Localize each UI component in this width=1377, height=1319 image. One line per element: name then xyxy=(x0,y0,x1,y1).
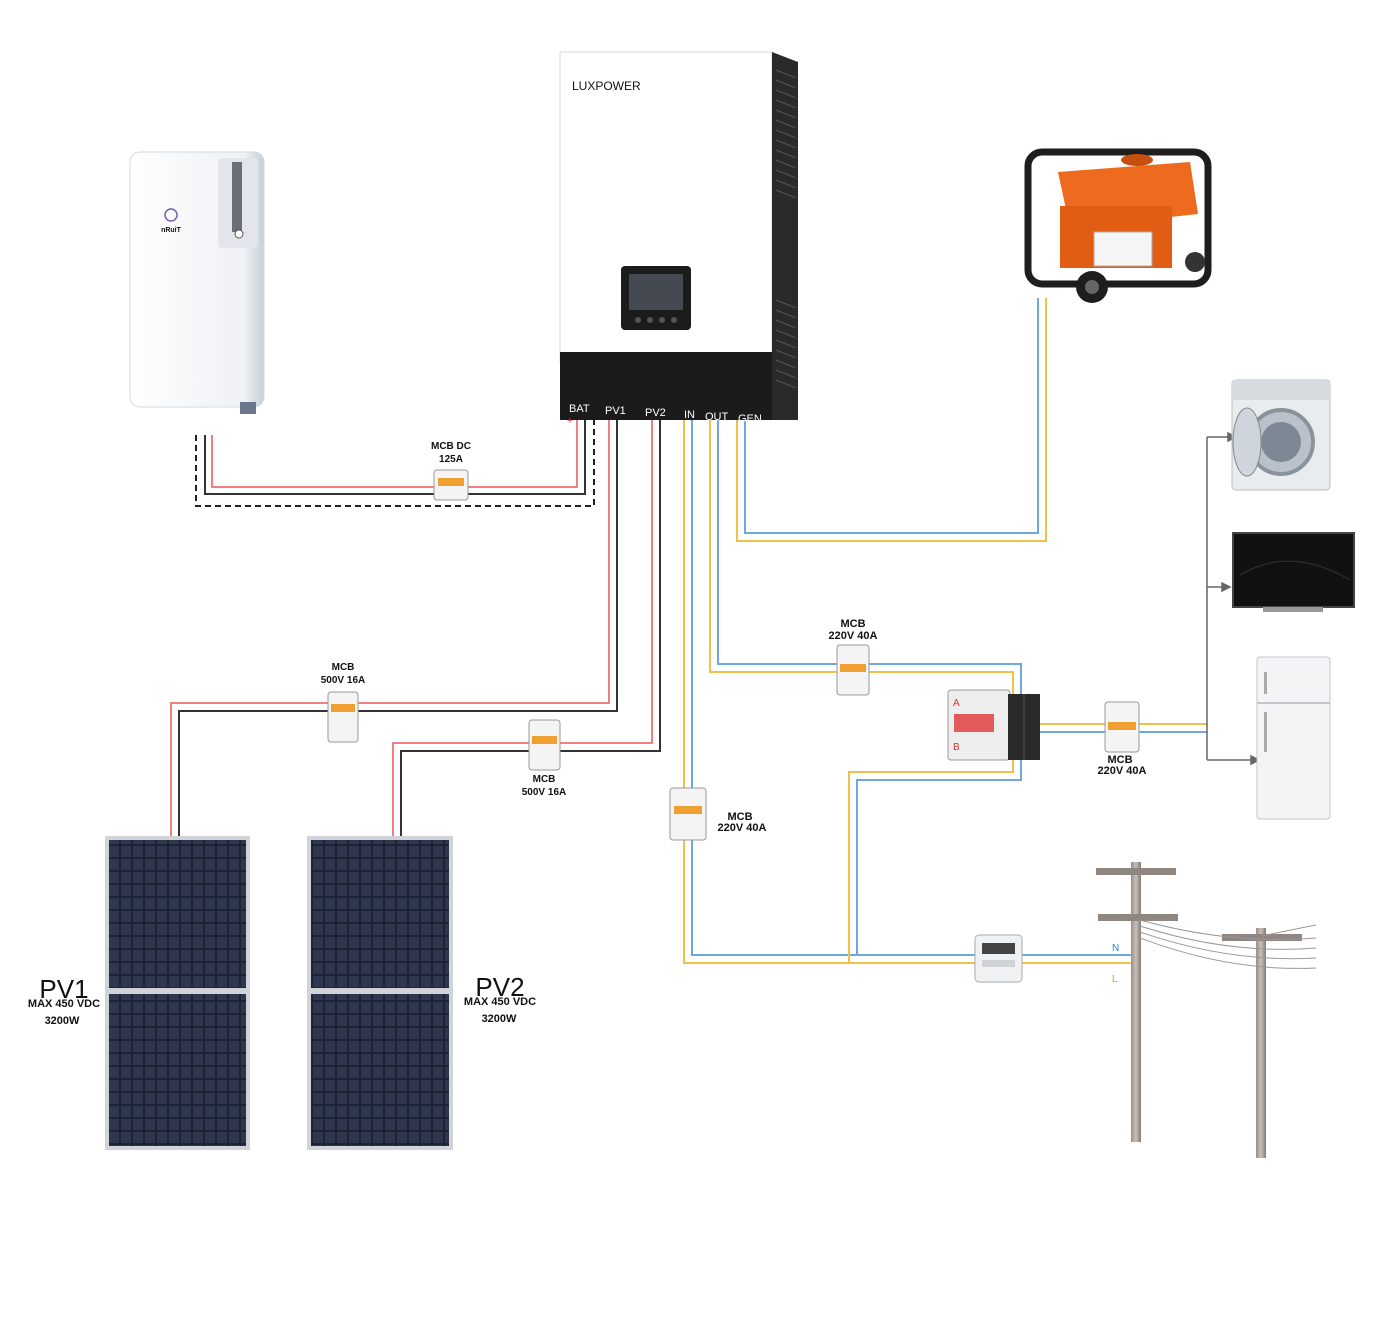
refrigerator xyxy=(1256,656,1331,820)
ats-b-live-wire xyxy=(848,760,1014,963)
breaker-dc-battery: MCB DC 125A xyxy=(431,441,471,501)
port-bat: BAT xyxy=(569,403,590,415)
ats-input-a: A xyxy=(953,698,960,709)
pv2-label: PV2 MAX 450 VDC 3200W xyxy=(464,972,536,1025)
breaker-out-title: MCB xyxy=(840,618,865,630)
pv2-positive-wire xyxy=(392,418,653,838)
grid-line-label: L xyxy=(1112,974,1118,985)
battery: nRuiT xyxy=(129,151,265,414)
battery-wires xyxy=(195,418,595,507)
breaker-dc-battery-rating: 125A xyxy=(439,454,463,465)
pv1-name: PV1 xyxy=(39,974,88,1004)
in-live-wire xyxy=(683,418,975,964)
utility-poles: N L xyxy=(1096,862,1317,1158)
battery-brand: nRuiT xyxy=(161,227,182,234)
breaker-pv1: MCB 500V 16A xyxy=(321,662,365,743)
grid-wires xyxy=(1022,954,1133,964)
battery-ground-wire xyxy=(195,418,595,507)
pv1-label: PV1 MAX 450 VDC 3200W xyxy=(28,974,100,1027)
grid-neutral-label: N xyxy=(1112,943,1119,954)
pv1-power: 3200W xyxy=(45,1015,80,1027)
breaker-in: MCB 220V 40A xyxy=(669,787,767,841)
pv2-power: 3200W xyxy=(482,1013,517,1025)
in-wires xyxy=(683,418,975,964)
pv1-wires xyxy=(170,418,618,838)
ats-b-neutral-wire xyxy=(856,760,1022,955)
breaker-in-rating: 220V 40A xyxy=(718,822,767,834)
breaker-pv1-rating: 500V 16A xyxy=(321,675,365,686)
port-in: IN xyxy=(684,409,695,421)
breaker-pv2-title: MCB xyxy=(533,774,556,785)
port-pv2: PV2 xyxy=(645,407,666,419)
port-pv1: PV1 xyxy=(605,405,626,417)
energy-meter xyxy=(974,934,1023,983)
solar-panel-pv2 xyxy=(307,836,453,1150)
gen-neutral-wire xyxy=(744,298,1039,534)
breaker-pv1-title: MCB xyxy=(332,662,355,673)
ats-input-b: B xyxy=(953,742,960,753)
battery-negative-wire xyxy=(204,418,586,495)
breaker-load: MCB 220V 40A xyxy=(1098,701,1147,777)
battery-plus-mark: + xyxy=(567,416,573,427)
pv1-positive-wire xyxy=(170,418,610,838)
port-out: OUT xyxy=(705,411,729,423)
inverter: LUXPOWER BAT PV1 PV2 IN OUT GEN + xyxy=(559,51,798,427)
pv2-voltage: MAX 450 VDC xyxy=(464,996,536,1008)
battery-positive-wire xyxy=(211,418,578,488)
washing-machine xyxy=(1231,379,1331,491)
pv1-negative-wire xyxy=(178,418,618,838)
television xyxy=(1232,532,1355,612)
in-neutral-wire xyxy=(691,418,975,956)
breaker-dc-battery-title: MCB DC xyxy=(431,441,471,452)
breaker-out-rating: 220V 40A xyxy=(829,630,878,642)
breaker-pv2-rating: 500V 16A xyxy=(522,787,566,798)
breaker-out: MCB 220V 40A xyxy=(829,618,878,696)
breaker-load-rating: 220V 40A xyxy=(1098,765,1147,777)
pv2-wires xyxy=(392,418,661,838)
battery-logo-icon xyxy=(164,208,178,222)
pv1-voltage: MAX 450 VDC xyxy=(28,998,100,1010)
breaker-in-title: MCB xyxy=(727,811,752,823)
gen-live-wire xyxy=(736,298,1047,542)
breaker-pv2: MCB 500V 16A xyxy=(522,719,566,798)
automatic-transfer-switch: A B xyxy=(947,689,1040,761)
gen-wires xyxy=(736,298,1047,542)
generator xyxy=(1024,148,1212,303)
ats-b-wires xyxy=(848,760,1022,963)
solar-panel-pv1 xyxy=(105,836,250,1150)
breaker-load-title: MCB xyxy=(1107,754,1132,766)
port-gen: GEN xyxy=(738,413,762,425)
pv2-name: PV2 xyxy=(475,972,524,1002)
inverter-brand: LUXPOWER xyxy=(572,79,641,93)
